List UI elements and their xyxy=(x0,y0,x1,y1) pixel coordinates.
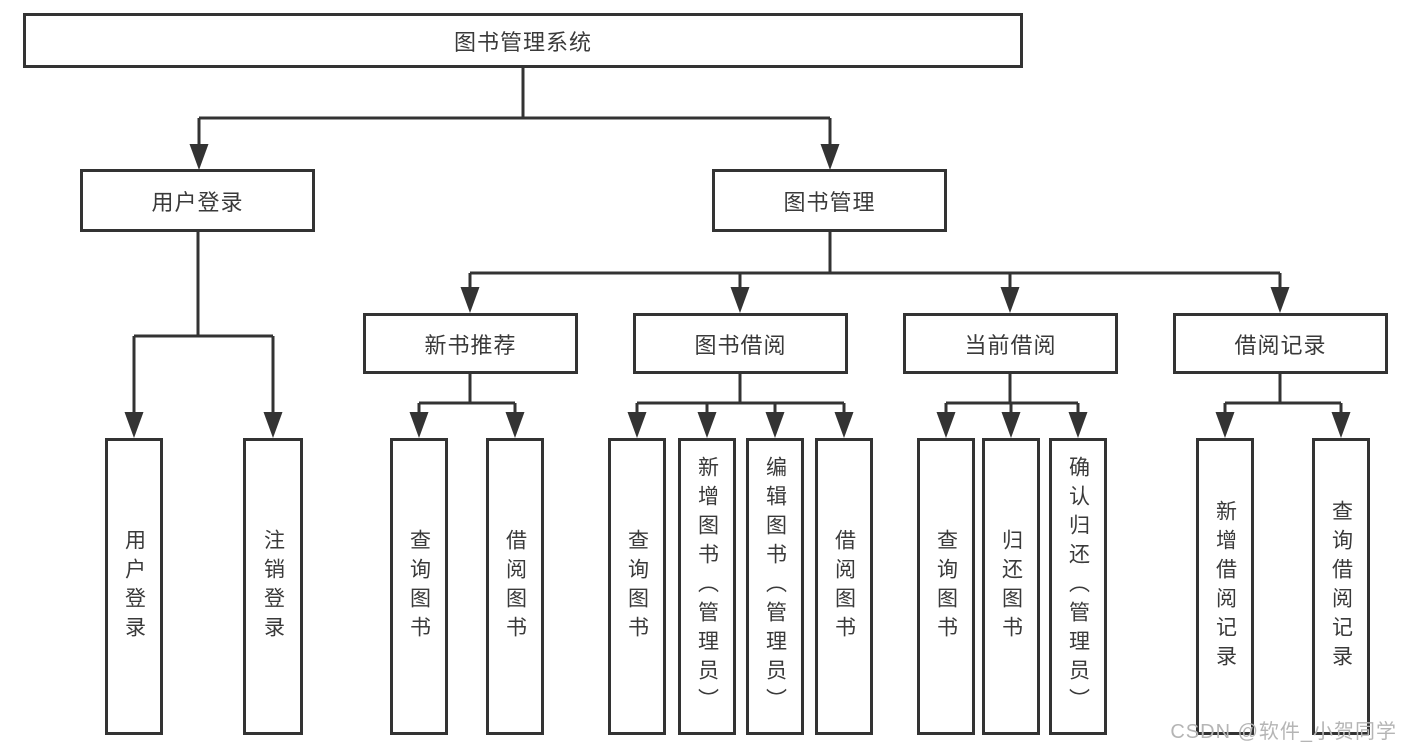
leaf-user-login: 用户登录 xyxy=(105,438,163,735)
node-book-borrowing: 图书借阅 xyxy=(633,313,848,374)
leaf-records-query-borrow-record: 查询借阅记录 xyxy=(1312,438,1370,735)
leaf-current-query-books: 查询图书 xyxy=(917,438,975,735)
leaf-records-add-borrow-record: 新增借阅记录 xyxy=(1196,438,1254,735)
leaf-borrow-query-books: 查询图书 xyxy=(608,438,666,735)
leaf-borrow-edit-books-admin: 编辑图书（管理员） xyxy=(746,438,804,735)
leaf-newbook-query-books: 查询图书 xyxy=(390,438,448,735)
node-root: 图书管理系统 xyxy=(23,13,1023,68)
leaf-newbook-borrow-books: 借阅图书 xyxy=(486,438,544,735)
leaf-borrow-add-books-admin: 新增图书（管理员） xyxy=(678,438,736,735)
leaf-current-confirm-return-admin: 确认归还（管理员） xyxy=(1049,438,1107,735)
node-user-login: 用户登录 xyxy=(80,169,315,232)
node-current-borrowing: 当前借阅 xyxy=(903,313,1118,374)
node-new-book-recommendation: 新书推荐 xyxy=(363,313,578,374)
csdn-watermark: CSDN @软件_小贺同学 xyxy=(1170,721,1397,743)
leaf-borrow-borrow-books: 借阅图书 xyxy=(815,438,873,735)
node-borrowing-records: 借阅记录 xyxy=(1173,313,1388,374)
node-book-management: 图书管理 xyxy=(712,169,947,232)
leaf-current-return-books: 归还图书 xyxy=(982,438,1040,735)
tree-edges xyxy=(132,67,1343,415)
leaf-logout: 注销登录 xyxy=(243,438,303,735)
arrowheads xyxy=(124,144,1351,438)
